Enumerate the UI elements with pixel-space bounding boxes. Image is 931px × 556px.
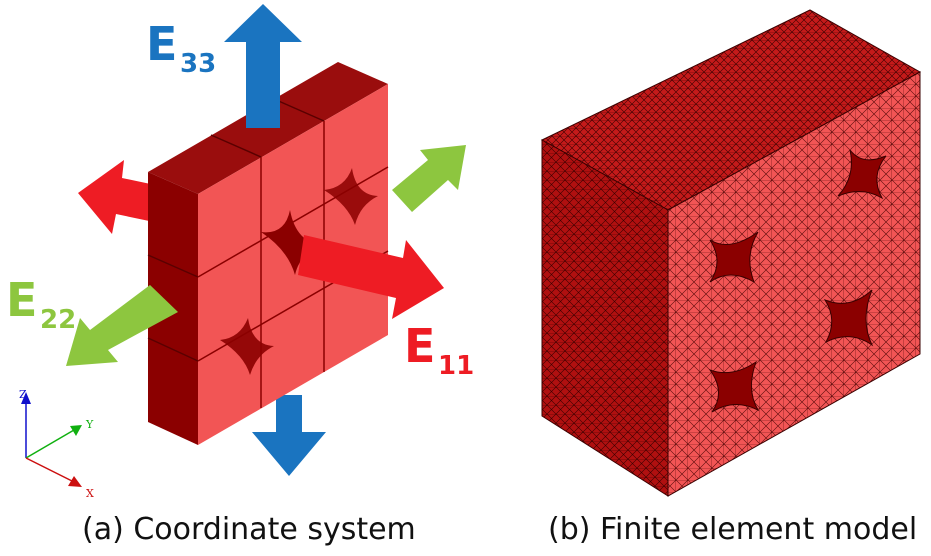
caption-coordinate-system: (a) Coordinate system [82,512,416,547]
e22-back-arrow [392,145,466,212]
mesh-pores [708,149,887,413]
e33-up-arrow [224,4,302,128]
z-axis-label: Z [19,388,27,401]
coordinate-system-panel: E 33 E 22 E 11 Z Y X [0,0,480,510]
x-axis-label: X [86,487,94,500]
y-axis-arrowhead [70,425,82,436]
e11-label: E 11 [404,319,474,381]
svg-text:11: 11 [438,351,474,381]
svg-text:22: 22 [40,305,76,335]
svg-text:33: 33 [180,49,216,79]
e22-front-arrow [66,285,178,366]
finite-element-figure [540,9,922,497]
e33-label: E 33 [146,17,216,79]
neg-e11-arrow [78,160,160,234]
finite-element-panel [520,0,931,510]
e33-down-arrow [252,395,326,476]
svg-text:E: E [6,273,37,327]
svg-text:E: E [146,17,177,71]
x-axis-arrowhead [68,476,82,487]
coordinate-system-figure: E 33 E 22 E 11 Z Y X [6,4,474,500]
svg-text:E: E [404,319,435,373]
e22-label: E 22 [6,273,76,335]
axis-triad: Z Y X [19,388,94,500]
e11-arrow [298,235,444,319]
z-axis-arrowhead [21,392,31,404]
caption-finite-element-model: (b) Finite element model [548,512,918,547]
pore-shapes [220,168,378,375]
y-axis-label: Y [85,418,94,431]
